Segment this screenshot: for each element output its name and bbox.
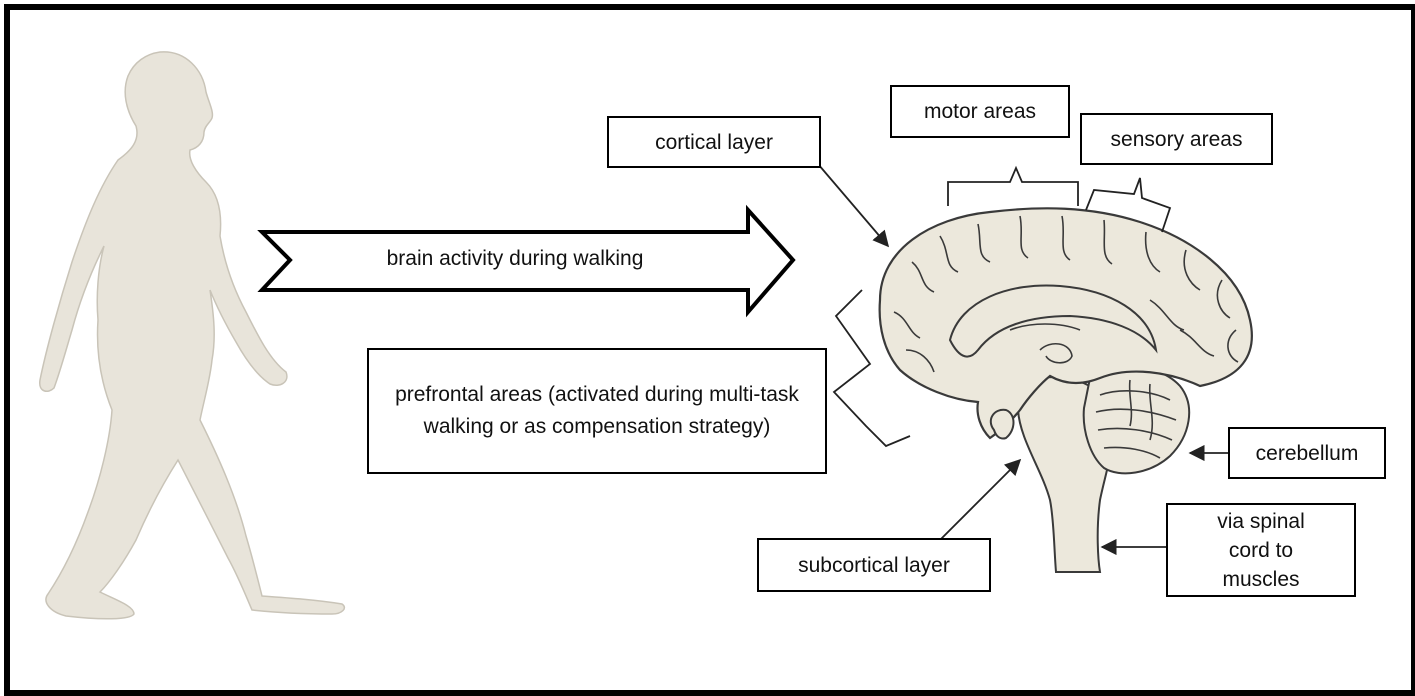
motor-areas-bracket (948, 168, 1078, 206)
spinal-cord-label: via spinal cord to muscles (1166, 503, 1356, 597)
main-arrow-label: brain activity during walking (330, 244, 700, 274)
cortical-layer-pointer (818, 164, 888, 246)
cortical-layer-label: cortical layer (607, 116, 821, 168)
prefrontal-areas-label: prefrontal areas (activated during multi… (367, 348, 827, 474)
motor-areas-label: motor areas (890, 85, 1070, 138)
subcortical-layer-label: subcortical layer (757, 538, 991, 592)
subcortical-layer-pointer (940, 460, 1020, 540)
walking-person-silhouette (40, 52, 345, 619)
sensory-areas-label: sensory areas (1080, 113, 1273, 165)
cerebellum-label: cerebellum (1228, 427, 1386, 479)
